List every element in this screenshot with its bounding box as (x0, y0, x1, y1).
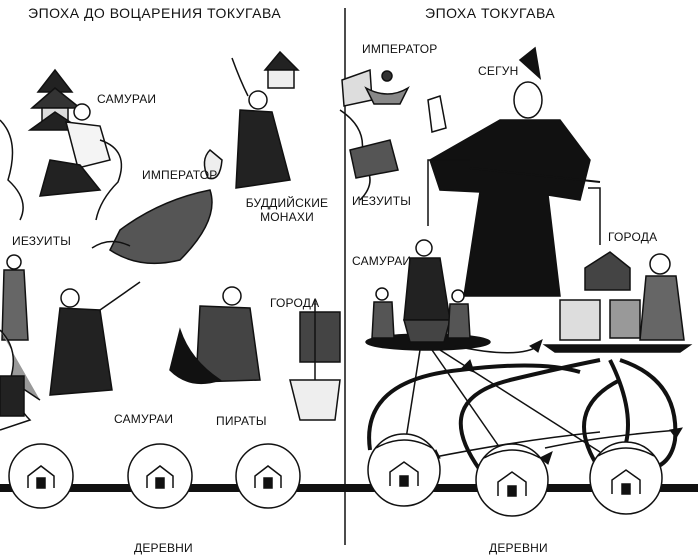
right-label-jesuits: ИЕЗУИТЫ (352, 194, 412, 208)
right-castle-illustration (339, 68, 399, 201)
left-label-buddhist-monks: БУДДИЙСКИЕ МОНАХИ (242, 196, 332, 224)
left-castle-illustration (0, 68, 85, 221)
left-samurai-bottom-figure (0, 281, 141, 431)
left-monk-figure (231, 50, 300, 189)
left-jesuit-figure (0, 254, 41, 401)
left-samurai-top-figure (38, 103, 123, 221)
left-village-1 (8, 443, 74, 509)
right-village-3 (589, 441, 663, 515)
left-pirate-figure (169, 286, 261, 385)
left-village-2 (127, 443, 193, 509)
left-label-buddhist-monks-line2: МОНАХИ (260, 210, 314, 224)
right-label-shogun: СЕГУН (478, 64, 519, 78)
right-label-cities: ГОРОДА (608, 230, 658, 244)
left-label-emperor: ИМПЕРАТОР (142, 168, 218, 182)
right-heading: ЭПОХА ТОКУГАВА (425, 5, 556, 21)
ground-line (0, 484, 698, 492)
right-shogun-figure (427, 46, 601, 297)
left-village-3 (235, 443, 301, 509)
left-label-samurai-top: САМУРАИ (97, 92, 157, 106)
right-village-2 (475, 443, 549, 517)
left-label-pirates: ПИРАТЫ (216, 414, 267, 428)
left-label-cities: ГОРОДА (270, 296, 320, 310)
left-emperor-figure (91, 148, 223, 265)
left-label-samurai-bottom: САМУРАИ (114, 412, 174, 426)
right-emperor-icon (364, 70, 410, 105)
right-label-samurai: САМУРАИ (352, 254, 412, 268)
left-footer-villages: ДЕРЕВНИ (134, 541, 193, 555)
right-label-emperor: ИМПЕРАТОР (362, 42, 438, 56)
right-footer-villages: ДЕРЕВНИ (489, 541, 548, 555)
left-cities-ships (289, 300, 341, 421)
shogun-control-lines (427, 159, 601, 245)
left-label-jesuits: ИЕЗУИТЫ (12, 234, 72, 248)
right-cities-platform (542, 251, 693, 353)
right-samurai-platform (365, 239, 491, 351)
left-heading: ЭПОХА ДО ВОЦАРЕНИЯ ТОКУГАВА (28, 5, 282, 21)
left-label-buddhist-monks-line1: БУДДИЙСКИЕ (245, 196, 329, 210)
right-village-1 (367, 433, 441, 507)
